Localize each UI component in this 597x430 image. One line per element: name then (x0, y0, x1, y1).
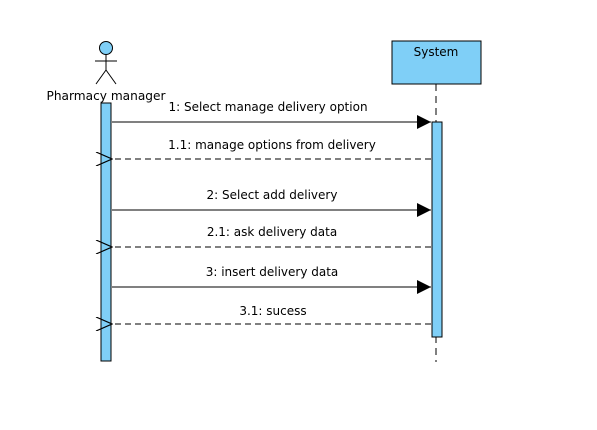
system-name: System (414, 45, 459, 59)
message-label: 1: Select manage delivery option (168, 100, 367, 114)
system-activation-bar (431, 121, 443, 338)
message-label: 2: Select add delivery (207, 188, 338, 202)
actor-name: Pharmacy manager (47, 89, 166, 103)
message-label: 2.1: ask delivery data (207, 225, 337, 239)
actor-icon (95, 41, 117, 85)
message-label: 3.1: sucess (239, 304, 306, 318)
actor-activation-bar (100, 102, 112, 362)
message-label: 1.1: manage options from delivery (168, 138, 376, 152)
system-participant-box (391, 40, 482, 85)
message-label: 3: insert delivery data (206, 265, 339, 279)
